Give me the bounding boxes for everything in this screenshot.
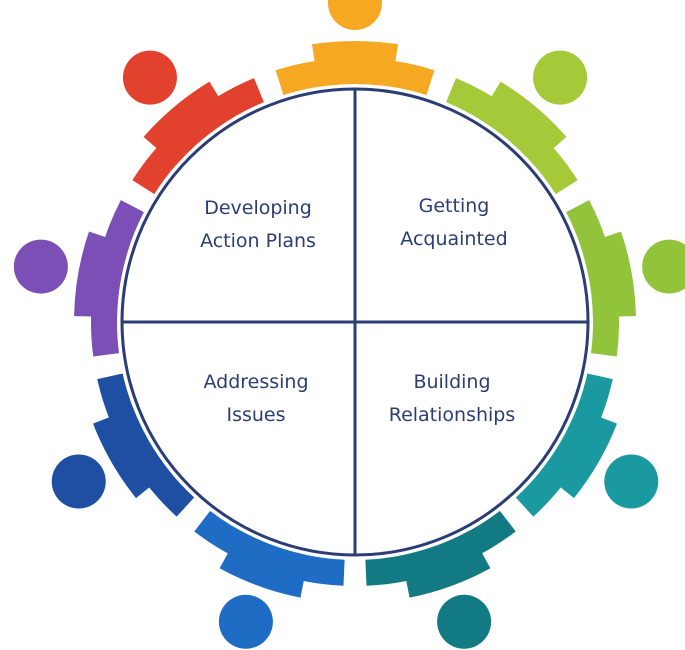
person-figure [515, 373, 659, 517]
person-torso [478, 81, 567, 166]
quadrant-developing-action-plans: Developing Action Plans [168, 192, 348, 258]
person-head [13, 239, 68, 294]
people-ring [13, 0, 685, 649]
quadrant-label-line: Addressing [203, 371, 309, 393]
person-head [437, 594, 492, 649]
quadrant-label-line: Action Plans [200, 230, 316, 252]
person-torso [143, 81, 232, 166]
quadrant-label-line: Building [413, 371, 491, 393]
quadrant-label-line: Relationships [388, 404, 516, 426]
person-torso [219, 530, 309, 598]
quadrant-getting-acquainted: Getting Acquainted [364, 190, 544, 256]
person-figure [446, 50, 588, 195]
person-figure [122, 50, 264, 195]
person-torso [401, 530, 491, 598]
person-torso [312, 41, 398, 87]
person-figure [194, 510, 345, 649]
person-figure [275, 0, 435, 96]
person-head [604, 454, 659, 509]
person-torso [580, 231, 636, 318]
person-head [51, 454, 106, 509]
quadrant-addressing-issues: Addressing Issues [166, 366, 346, 432]
person-figure [13, 200, 144, 357]
person-head [122, 50, 177, 105]
person-torso [74, 231, 130, 318]
person-torso [93, 408, 170, 499]
quadrant-label-line: Issues [226, 404, 286, 426]
person-head [218, 594, 273, 649]
person-figure [566, 200, 685, 357]
person-head [328, 0, 382, 30]
quadrant-label-line: Acquainted [400, 228, 508, 250]
person-head [533, 50, 588, 105]
quadrant-building-relationships: Building Relationships [362, 366, 542, 432]
quadrant-label-line: Developing [204, 197, 312, 219]
person-head [642, 239, 685, 294]
person-figure [51, 373, 195, 517]
person-torso [540, 408, 617, 499]
quadrant-label-line: Getting [418, 195, 490, 217]
person-figure [365, 510, 516, 649]
